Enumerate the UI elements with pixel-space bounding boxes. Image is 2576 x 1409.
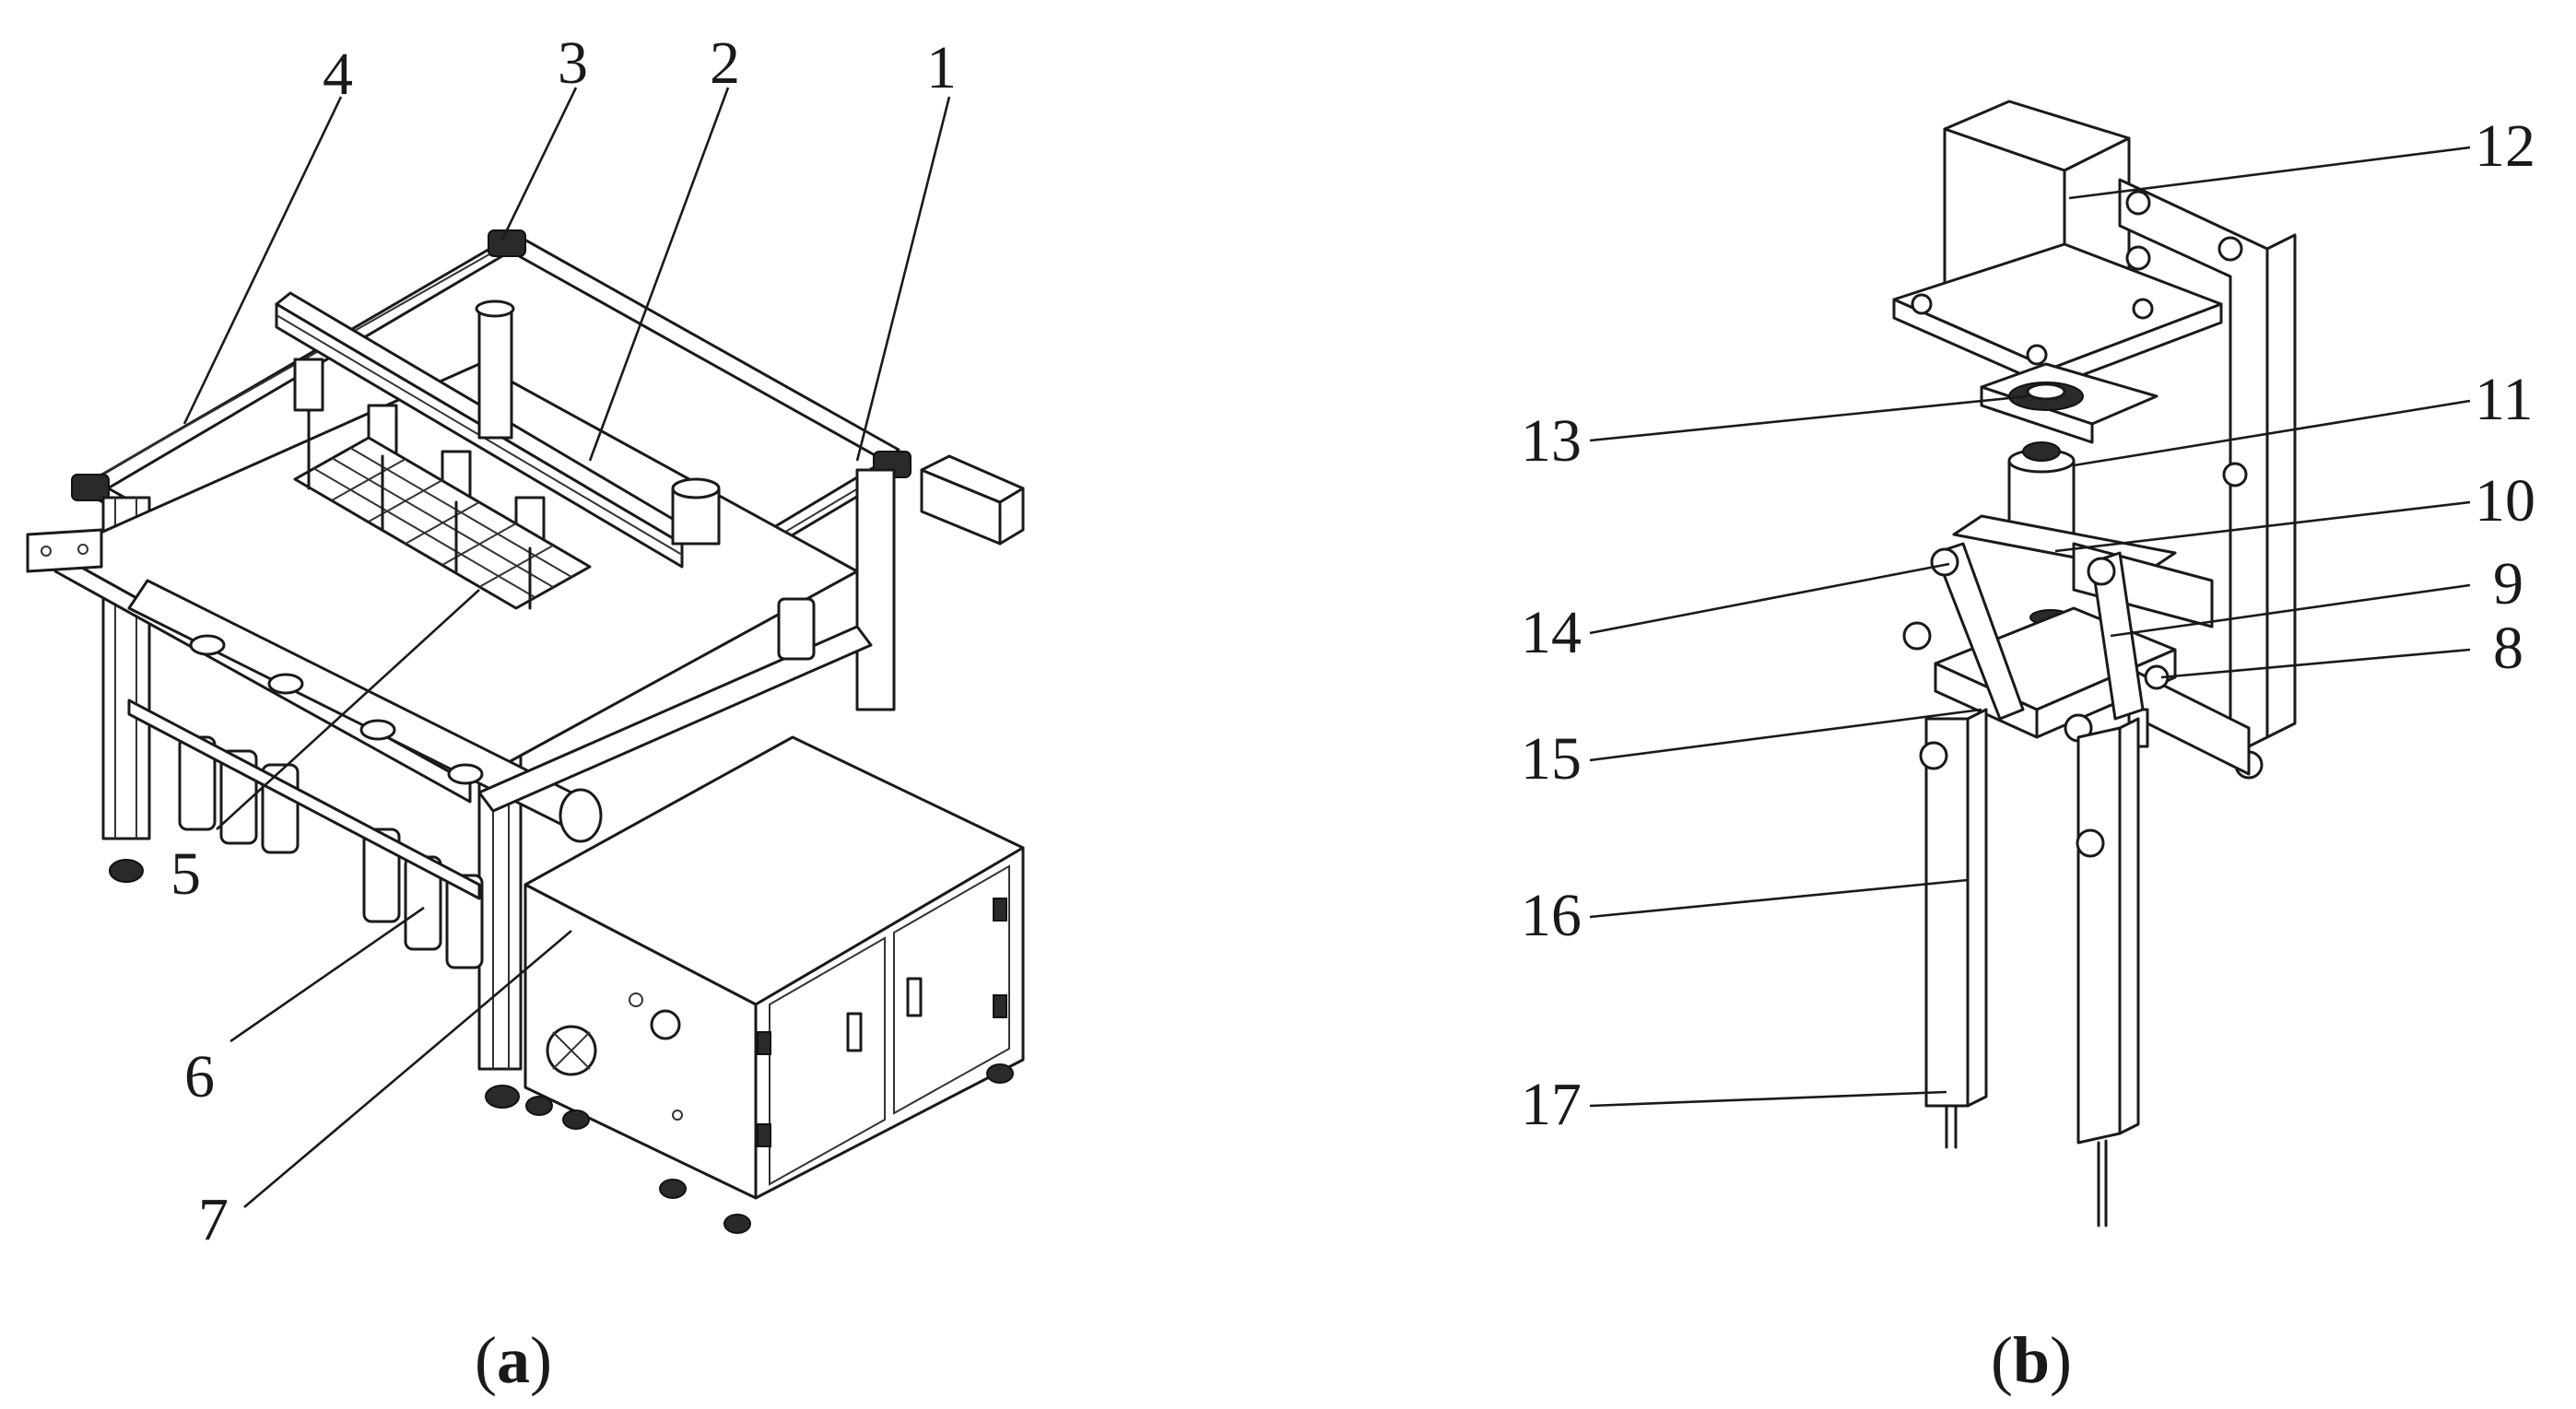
- label-14: 14: [1521, 599, 1582, 666]
- label-8: 8: [2493, 615, 2523, 682]
- panel-b-drawing: 12 13 11 10 9 14 8 15 16 17 (b): [1521, 100, 2535, 1397]
- label-5: 5: [171, 840, 201, 908]
- knob-icon: [650, 1009, 681, 1040]
- label-6: 6: [184, 1043, 215, 1110]
- side-bracket: [26, 528, 103, 573]
- cabinet-door-right: [893, 864, 1010, 1115]
- panel-a-drawing: 1 2 3 4 5 6 7 (a): [26, 29, 1025, 1397]
- label-15: 15: [1521, 725, 1582, 793]
- leg-right-back: [855, 468, 896, 711]
- gripper-fingers: [307, 408, 532, 610]
- label-10: 10: [2475, 467, 2535, 534]
- label-2: 2: [710, 29, 740, 97]
- leaders-panel-b: [1589, 146, 2471, 1108]
- corner-bracket-left: [71, 474, 110, 501]
- roller-end: [559, 788, 603, 843]
- leaders-panel-a: [182, 87, 951, 1208]
- label-1: 1: [926, 34, 957, 101]
- label-16: 16: [1521, 882, 1582, 949]
- door-handle-left: [846, 1012, 863, 1052]
- label-12: 12: [2475, 112, 2535, 180]
- lead-screw-top: [2022, 441, 2061, 462]
- foot-left: [109, 859, 144, 883]
- label-7: 7: [198, 1186, 229, 1253]
- cabinet-front-right: [754, 846, 1025, 1200]
- label-11: 11: [2475, 366, 2534, 433]
- bottle-row-lower: [178, 735, 484, 969]
- label-3: 3: [558, 29, 588, 97]
- corner-bracket-back: [488, 229, 526, 257]
- vertical-column: [477, 307, 513, 440]
- left-upper-arm: [1934, 542, 2025, 721]
- label-9: 9: [2493, 550, 2523, 617]
- label-17: 17: [1521, 1071, 1582, 1138]
- right-finger: [2076, 726, 2122, 1145]
- label-13: 13: [1521, 407, 1582, 475]
- caster-1: [525, 1096, 553, 1116]
- caption-b: (b): [1991, 1323, 2072, 1397]
- caption-a: (a): [475, 1323, 552, 1397]
- lower-rail: [477, 625, 873, 813]
- foot-front: [485, 1085, 520, 1109]
- motor-mount-plate: [1892, 242, 2223, 370]
- left-finger: [1924, 717, 1970, 1108]
- door-handle-right: [906, 977, 923, 1017]
- label-4: 4: [323, 41, 353, 108]
- bottle-row-upper: [189, 597, 816, 785]
- tray-grid: [312, 447, 572, 598]
- lower-shelf: [127, 699, 481, 900]
